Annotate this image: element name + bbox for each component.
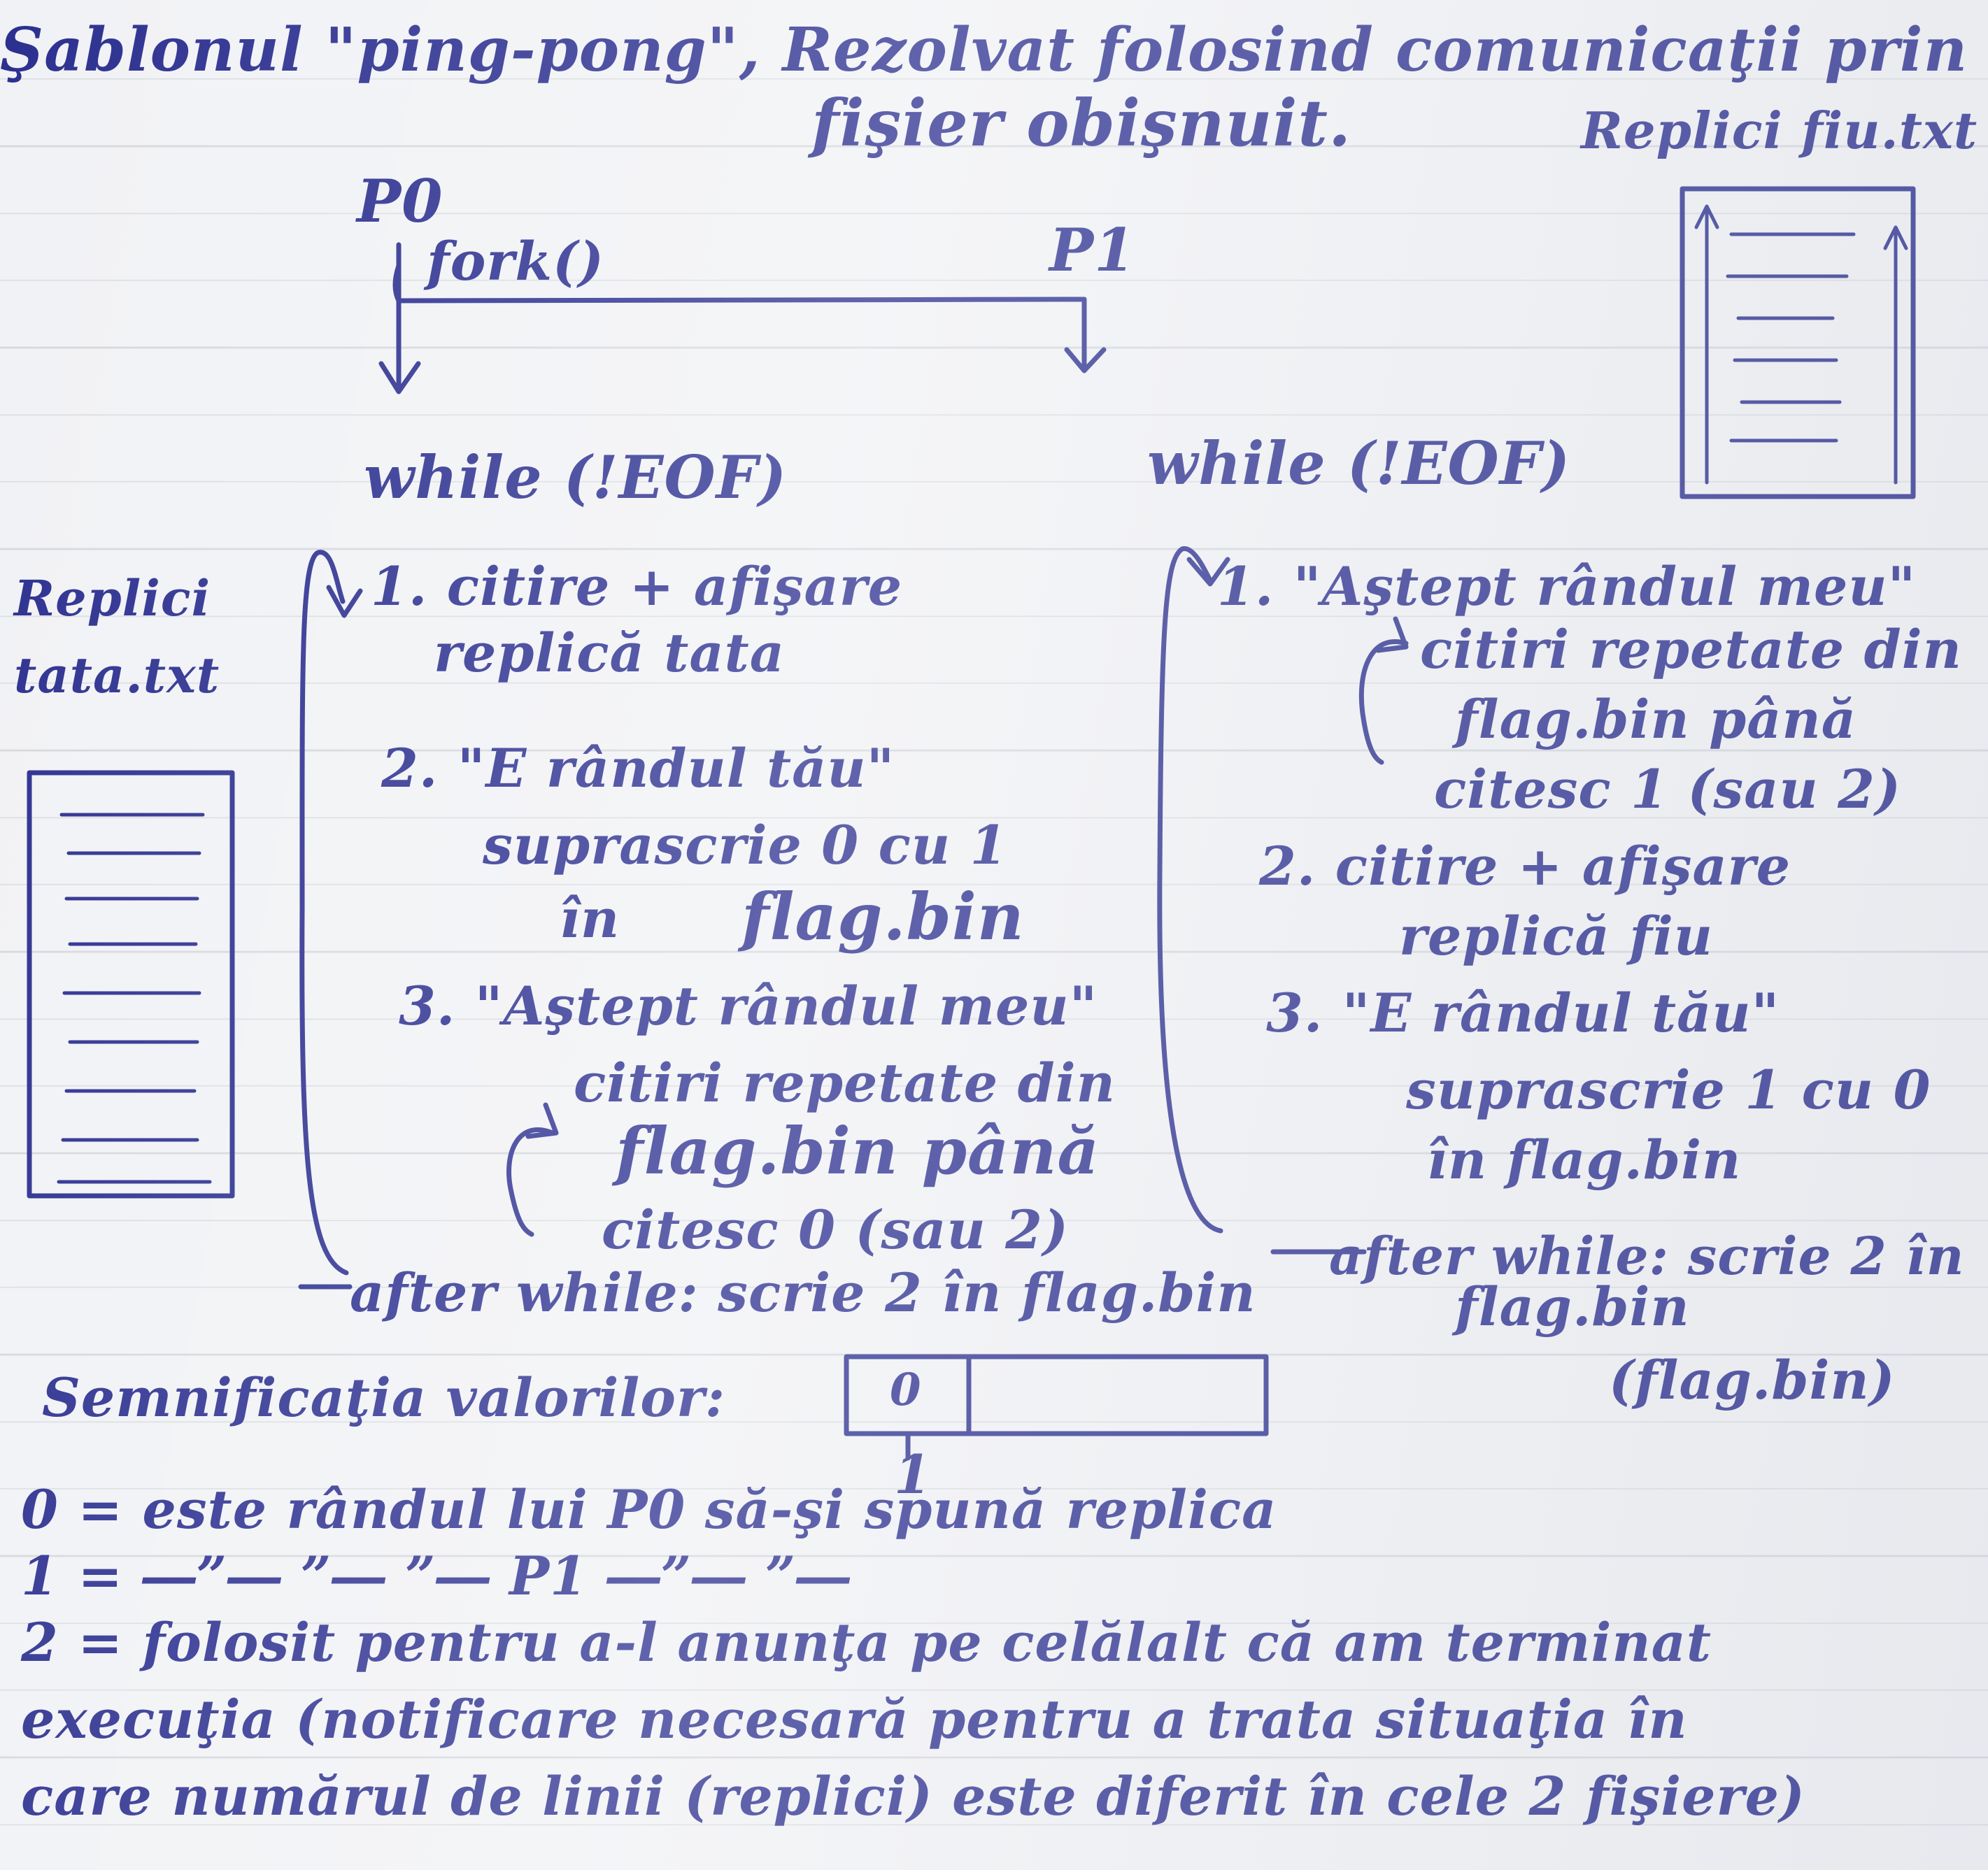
p1-step3-a: 3. "E rândul tău" — [1266, 982, 1780, 1044]
p0-while-header: while (!EOF) — [364, 443, 788, 512]
p1-step2-b: replică fiu — [1399, 905, 1714, 967]
flag-cell-index: 1 — [894, 1443, 932, 1506]
p1-loop-bracket — [1157, 546, 1230, 1234]
p1-step1-b: citiri repetate din — [1420, 618, 1962, 680]
meaning-1: 1 = ―”― ”― ”― P1 ―”― ”― — [21, 1545, 851, 1607]
right-file-label: Replici fiu.txt — [1581, 101, 1978, 160]
p1-step1-c: flag.bin până — [1455, 688, 1857, 750]
p0-step3-d: citesc 0 (sau 2) — [602, 1199, 1070, 1261]
left-file-label-2: tata.txt — [14, 646, 220, 704]
p1-repeat-loop — [1358, 616, 1409, 765]
fork-label: fork() — [427, 230, 605, 292]
p0-step2-file: flag.bin — [741, 879, 1025, 955]
p1-while-header: while (!EOF) — [1147, 429, 1571, 498]
p1-arrow — [1064, 297, 1107, 373]
right-file-lines — [1726, 232, 1856, 443]
p0-step2-a: 2. "E rândul tău" — [381, 737, 895, 799]
left-file-lines — [57, 813, 212, 1184]
meaning-4: care numărul de linii (replici) este dif… — [21, 1765, 1805, 1827]
right-file-rect — [1680, 186, 1916, 499]
p1-step3-c: în flag.bin — [1427, 1129, 1742, 1191]
left-file-label-1: Replici — [14, 569, 211, 627]
left-file-rect — [27, 770, 235, 1199]
meaning-3: execuţia (notificare necesară pentru a t… — [21, 1688, 1688, 1750]
flag-file-label: (flag.bin) — [1609, 1349, 1896, 1411]
p0-step1-b: replică tata — [434, 622, 785, 684]
p0-repeat-loop — [506, 1102, 559, 1237]
p1-label: P1 — [1049, 215, 1136, 285]
values-meaning-label: Semnificaţia valorilor: — [42, 1366, 726, 1429]
flag-cell-rect — [844, 1354, 1269, 1436]
p0-step3-b: citiri repetate din — [574, 1052, 1116, 1114]
meaning-2: 2 = folosit pentru a-l anunţa pe celălal… — [21, 1611, 1712, 1673]
p1-step1-d: citesc 1 (sau 2) — [1434, 758, 1902, 820]
flag-cell-value: 0 — [890, 1364, 921, 1416]
title-line-2: fişier obişnuit. — [811, 85, 1351, 161]
p1-after-while-b: flag.bin — [1455, 1276, 1690, 1338]
p0-step2-b: suprascrie 0 cu 1 — [483, 814, 1008, 876]
right-file-arrow-left — [1694, 204, 1719, 485]
p0-step1-a: 1. citire + afişare — [371, 555, 903, 618]
right-file-arrow-right — [1883, 225, 1908, 485]
p0-step3-c: flag.bin până — [616, 1113, 1100, 1189]
p0-step3-a: 3. "Aştept rândul meu" — [399, 975, 1098, 1037]
p0-arrow — [378, 242, 421, 394]
p1-step2-a: 2. citire + afişare — [1259, 835, 1791, 897]
p0-after-while: after while: scrie 2 în flag.bin — [350, 1262, 1256, 1324]
title-line-1: Şablonul "ping-pong", Rezolvat folosind … — [0, 15, 1968, 85]
p1-step1-a: 1. "Aştept rândul meu" — [1217, 555, 1917, 618]
meaning-0: 0 = este rândul lui P0 să-şi spună repli… — [21, 1478, 1277, 1541]
p0-step2-c: în — [560, 887, 620, 950]
p0-loop-bracket — [299, 550, 363, 1276]
p1-after-while-a: after while: scrie 2 în — [1329, 1227, 1965, 1287]
p1-step3-b: suprascrie 1 cu 0 — [1406, 1059, 1931, 1121]
p0-label: P0 — [357, 166, 443, 236]
